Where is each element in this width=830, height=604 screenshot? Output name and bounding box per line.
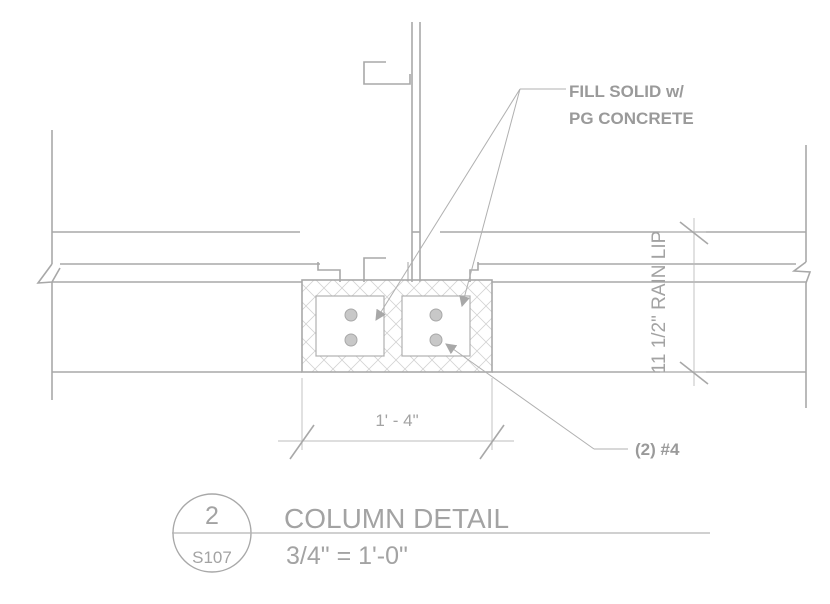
wall-left: [36, 130, 320, 400]
width-dimension: [278, 378, 514, 460]
steel-post: [317, 22, 479, 282]
sheet-number: S107: [192, 548, 232, 567]
detail-scale: 3/4" = 1'-0": [286, 542, 408, 570]
rebar-note: (2) #4: [635, 440, 680, 459]
fill-note-leaders: [375, 88, 566, 321]
cell-right: [401, 295, 471, 357]
cell-left: [315, 295, 385, 357]
rebar-dot: [344, 333, 358, 347]
wall-right: [440, 145, 812, 408]
column-section: [301, 279, 493, 373]
width-dimension-text: 1' - 4": [375, 411, 418, 430]
rebar-note-leader: [445, 343, 628, 450]
fill-note-line2: PG CONCRETE: [569, 109, 694, 128]
rebar-dot: [429, 333, 443, 347]
rebar-dot: [344, 308, 358, 322]
height-dimension-text: 11 1/2" RAIN LIP: [649, 231, 670, 374]
height-dimension: [660, 218, 709, 386]
title-block: [172, 493, 710, 573]
detail-title: COLUMN DETAIL: [284, 503, 509, 534]
fill-note-line1: FILL SOLID w/: [569, 82, 684, 101]
detail-number: 2: [205, 502, 219, 530]
rebar-dot: [429, 308, 443, 322]
